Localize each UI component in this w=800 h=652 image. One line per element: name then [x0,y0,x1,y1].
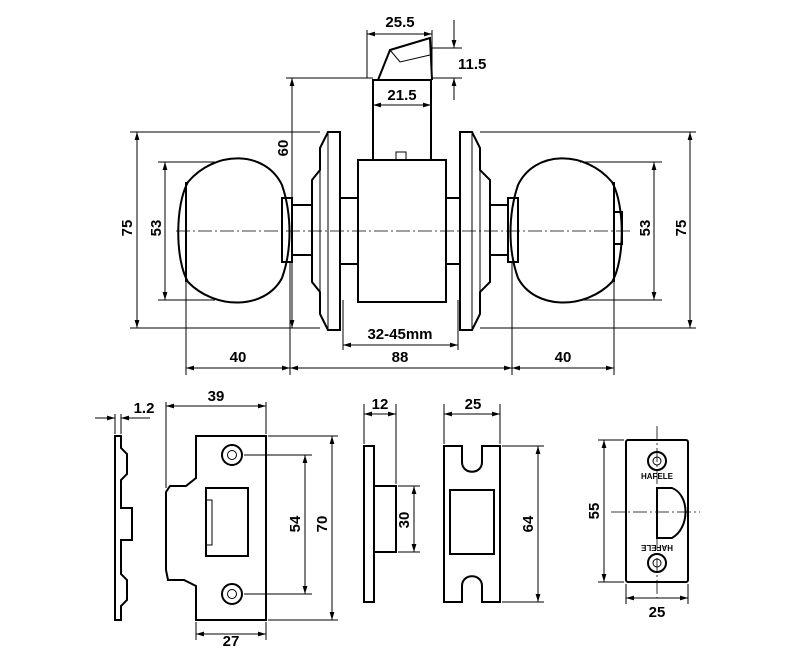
dim-faceplate-width: 25 [649,604,666,621]
dim-latch-tube-width: 21.5 [387,87,416,104]
dim-strike-bottom-width: 27 [223,633,240,650]
latch-bolt-opening [656,487,687,539]
dimension-lines [134,20,693,371]
dim-faceplate-height: 55 [586,503,603,520]
dim-knob-height-left: 53 [148,220,165,237]
brand-mark-bottom: HAFELE [640,543,673,552]
extension-lines [130,30,696,375]
dim-door-thickness: 32-45mm [367,326,432,343]
knobset-side-view: 25.5 11.5 21.5 60 75 53 53 75 32-45mm 40… [119,14,696,375]
strike-screw-hole-bottom [221,583,243,605]
strike-plate-front: 39 27 54 70 [165,388,338,650]
strike-box-side: 12 30 [363,396,420,603]
dim-knob-outer-height-left: 75 [119,220,136,237]
dim-box-height: 30 [396,512,413,529]
strike-screw-hole-top [221,444,243,466]
dim-strike-width: 39 [208,388,225,405]
strike-side-profile: 1.2 [95,400,155,621]
dim-plate-thickness: 1.2 [134,400,155,417]
dim-strike-height: 70 [314,516,331,533]
dim-box-width: 25 [465,396,482,413]
dim-knob-height-right: 53 [637,220,654,237]
dim-latch-face-width: 25.5 [385,14,414,31]
dim-latch-face-height: 11.5 [458,56,486,73]
dim-box-plate-height: 64 [520,515,537,532]
brand-mark-top: HAFELE [641,472,674,481]
latch-faceplate: HAFELE HAFELE 55 25 [586,426,700,621]
dim-strike-hole-spacing: 54 [287,515,304,532]
dim-rose-height: 60 [275,140,292,157]
right-knob [489,157,623,304]
dim-knob-projection-left: 40 [230,349,247,366]
dim-knob-projection-right: 40 [555,349,572,366]
dim-knob-outer-height-right: 75 [673,220,690,237]
dim-overall-between: 88 [392,349,409,366]
strike-box-front: 25 64 [443,396,544,603]
dim-box-depth: 12 [372,396,389,413]
